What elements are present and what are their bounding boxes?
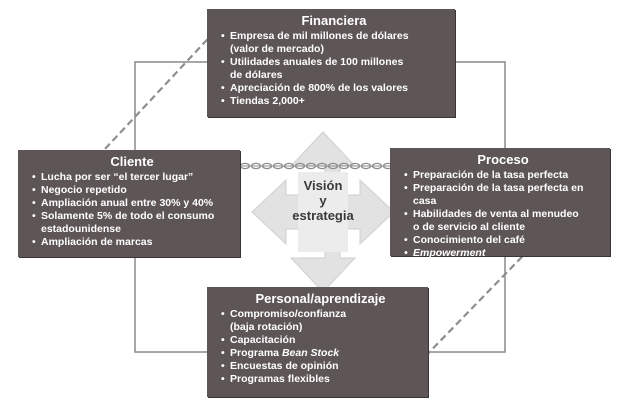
personal-box: Personal/aprendizaje Compromiso/confianz… — [207, 287, 428, 397]
cliente-item: Ampliación de marcas — [32, 236, 232, 249]
proceso-item: Conocimiento del café — [404, 234, 602, 247]
chain-link — [360, 162, 372, 170]
proceso-item: Empowerment — [404, 247, 602, 260]
financiera-item: Utilidades anuales de 100 millones — [221, 56, 447, 69]
personal-item: Programas flexibles — [221, 373, 420, 386]
financiera-item: (valor de mercado) — [230, 43, 324, 55]
financiera-item: Empresa de mil millones de dólares — [221, 30, 447, 43]
chain-link — [250, 162, 262, 170]
cliente-title: Cliente — [110, 154, 154, 169]
cliente-item: Solamente 5% de todo el consumo — [32, 210, 232, 223]
personal-item: Encuestas de opinión — [221, 360, 420, 373]
personal-title: Personal/aprendizaje — [255, 291, 386, 306]
chain-link — [316, 162, 328, 170]
center-label-line3: estrategia — [292, 208, 354, 223]
cliente-item: Negocio repetido — [32, 184, 232, 197]
personal-item-emphasis: Bean Stock — [281, 347, 340, 359]
chain-link — [327, 162, 339, 170]
chain-link — [305, 162, 317, 170]
center-label: Visión y estrategia — [268, 178, 378, 223]
cliente-item: Ampliación anual entre 30% y 40% — [32, 197, 232, 210]
financiera-box: Financiera Empresa de mil millones de dó… — [207, 9, 455, 117]
financiera-title: Financiera — [301, 13, 367, 28]
center-label-line1: Visión — [303, 178, 343, 193]
proceso-item: Habilidades de venta al menudeo — [404, 208, 602, 221]
chain-link — [371, 162, 383, 170]
financiera-item: Apreciación de 800% de los valores — [221, 82, 447, 95]
personal-item: Capacitación — [221, 334, 420, 347]
chain-link — [349, 162, 361, 170]
proceso-box: Proceso Preparación de la tasa perfecta … — [390, 148, 610, 260]
chain-link — [283, 162, 295, 170]
cliente-item: estadounidense — [41, 223, 121, 235]
personal-item: (baja rotación) — [230, 321, 303, 333]
arrow-cliente-financiera — [89, 26, 220, 166]
cliente-box: Cliente Lucha por ser “el tercer lugar” … — [18, 150, 240, 257]
proceso-item: Preparación de la tasa perfecta en casa — [404, 182, 602, 208]
proceso-item: Preparación de la tasa perfecta — [404, 169, 602, 182]
personal-item: Compromiso/confianza — [221, 308, 420, 321]
proceso-title: Proceso — [477, 152, 529, 167]
chain-link — [239, 162, 251, 170]
chain-link — [338, 162, 350, 170]
financiera-item: de dólares — [230, 69, 283, 81]
chain-link — [272, 162, 284, 170]
chain-link — [294, 162, 306, 170]
center-label-line2: y — [319, 193, 327, 208]
chain-link — [261, 162, 273, 170]
financiera-item: Tiendas 2,000+ — [221, 95, 447, 108]
proceso-item: o de servicio al cliente — [413, 221, 526, 233]
cliente-item: Lucha por ser “el tercer lugar” — [32, 171, 232, 184]
personal-item: Programa Bean Stock — [221, 347, 420, 360]
personal-item-text: Programa — [230, 347, 282, 359]
